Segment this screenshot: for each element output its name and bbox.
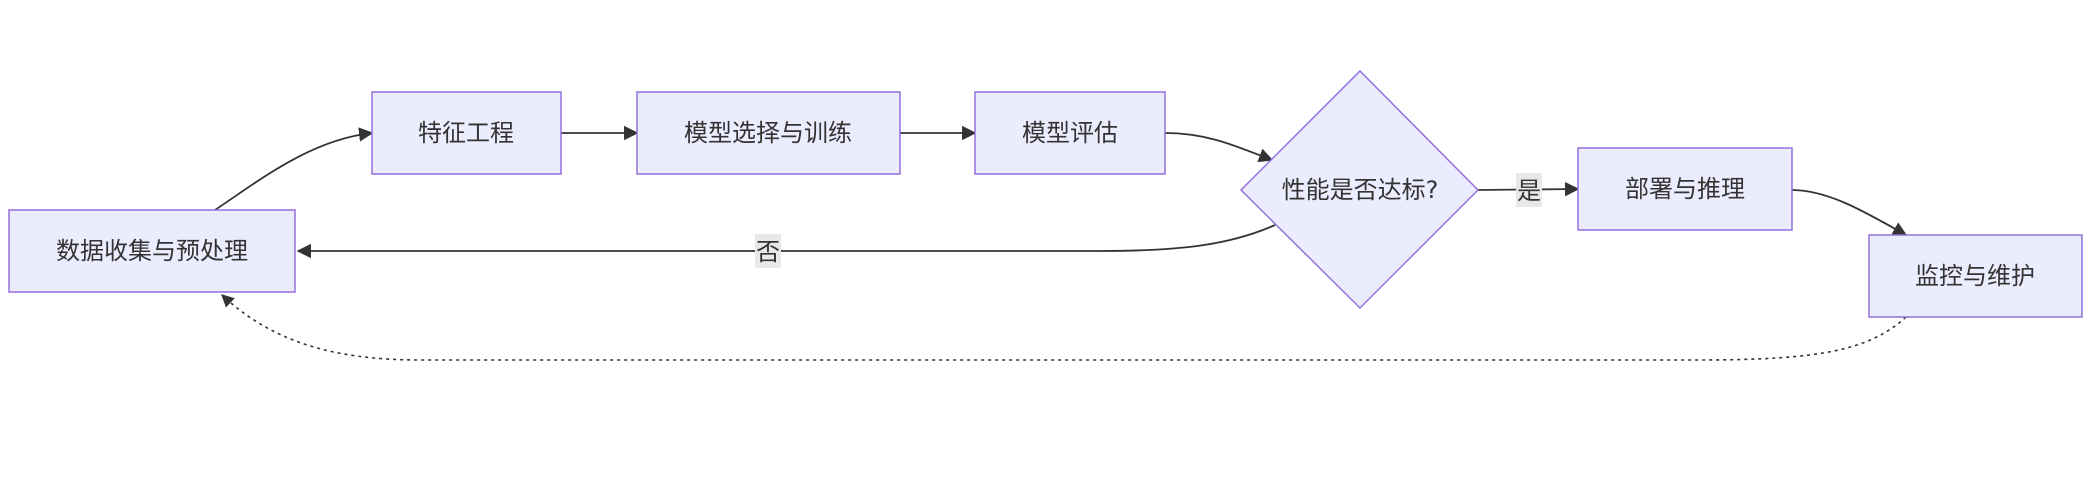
node-evaluate[interactable]: 模型评估 xyxy=(974,91,1166,175)
edge-label-yes-text: 是 xyxy=(1517,177,1541,205)
edge-decision-to-collect xyxy=(296,224,1276,259)
node-monitor-label: 监控与维护 xyxy=(1915,262,2035,290)
edge-monitor-to-collect xyxy=(221,294,1907,361)
edge-deploy-to-monitor xyxy=(1791,189,1908,236)
node-deploy-label: 部署与推理 xyxy=(1625,175,1745,203)
node-monitor[interactable]: 监控与维护 xyxy=(1868,234,2083,318)
node-decision-label: 性能是否达标? xyxy=(1282,176,1439,204)
node-collect[interactable]: 数据收集与预处理 xyxy=(8,209,296,293)
node-feature[interactable]: 特征工程 xyxy=(371,91,562,175)
edge-collect-to-feature xyxy=(214,127,374,211)
edge-label-no-text: 否 xyxy=(756,238,780,266)
node-collect-label: 数据收集与预处理 xyxy=(56,237,248,265)
edge-evaluate-to-decision xyxy=(1164,132,1274,163)
node-decision[interactable]: 性能是否达标? xyxy=(1239,69,1480,310)
edge-label-yes: 是 xyxy=(1516,173,1542,207)
edge-label-no: 否 xyxy=(755,234,781,268)
node-select-label: 模型选择与训练 xyxy=(684,119,852,147)
node-feature-label: 特征工程 xyxy=(418,119,514,147)
node-deploy[interactable]: 部署与推理 xyxy=(1577,147,1793,231)
node-evaluate-label: 模型评估 xyxy=(1022,119,1118,147)
node-select[interactable]: 模型选择与训练 xyxy=(636,91,901,175)
